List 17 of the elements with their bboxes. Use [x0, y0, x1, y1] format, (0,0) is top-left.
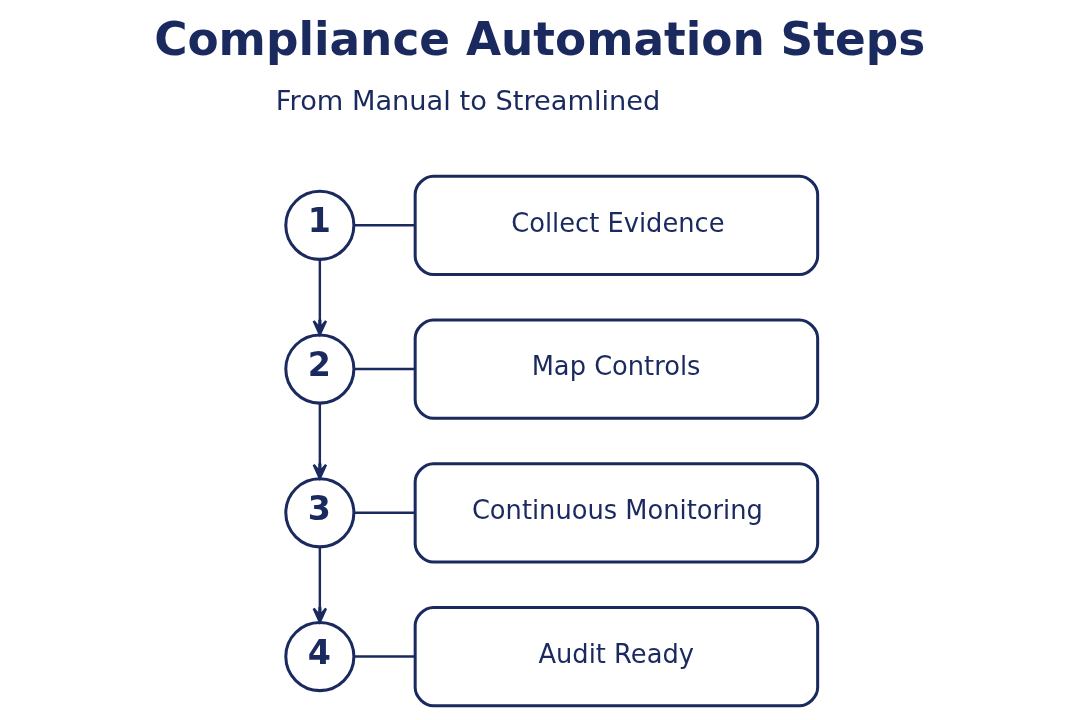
node-box: Audit Ready [413, 605, 820, 708]
arrow [312, 259, 328, 336]
connector [354, 511, 415, 515]
connector [354, 224, 415, 227]
node-box: Map Controls [413, 318, 820, 420]
diagram-title: Compliance Automation Steps [154, 13, 926, 67]
label: From Manual to Streamlined [275, 85, 661, 117]
connector [354, 367, 415, 371]
arrow [312, 546, 328, 624]
connector [354, 655, 415, 658]
node-circle: 1 [284, 189, 356, 261]
node-box: Collect Evidence [413, 174, 820, 277]
node-circle: 2 [284, 333, 356, 405]
node-box: Continuous Monitoring [413, 462, 820, 564]
arrow [312, 403, 328, 480]
node-circle: 3 [284, 477, 356, 549]
node-circle: 4 [284, 621, 356, 693]
